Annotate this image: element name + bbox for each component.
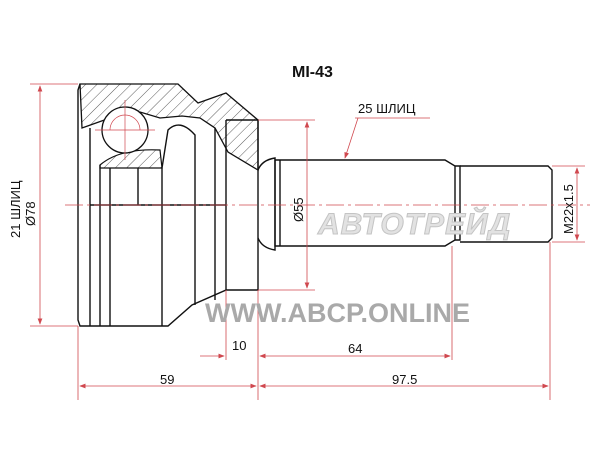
dimension-lines (30, 83, 585, 400)
label-neck-diameter: Ø55 (291, 197, 306, 222)
ball-centerlines (95, 100, 155, 160)
part-number-title: MI-43 (292, 64, 333, 81)
label-shaft-splines: 25 ШЛИЦ (358, 101, 416, 116)
dim-59: 59 (160, 372, 175, 387)
label-thread: M22x1.5 (561, 184, 576, 234)
label-outer-diameter: Ø78 (23, 201, 38, 226)
dim-10: 10 (232, 338, 247, 353)
watermark-site: WWW.ABCP.ONLINE (205, 298, 470, 328)
watermark-brand: АВТОТРЕЙД (317, 208, 512, 242)
dim-97-5: 97.5 (392, 372, 418, 387)
label-outer-splines: 21 ШЛИЦ (8, 180, 23, 238)
dim-64: 64 (348, 341, 363, 356)
housing-outline (77, 83, 553, 327)
